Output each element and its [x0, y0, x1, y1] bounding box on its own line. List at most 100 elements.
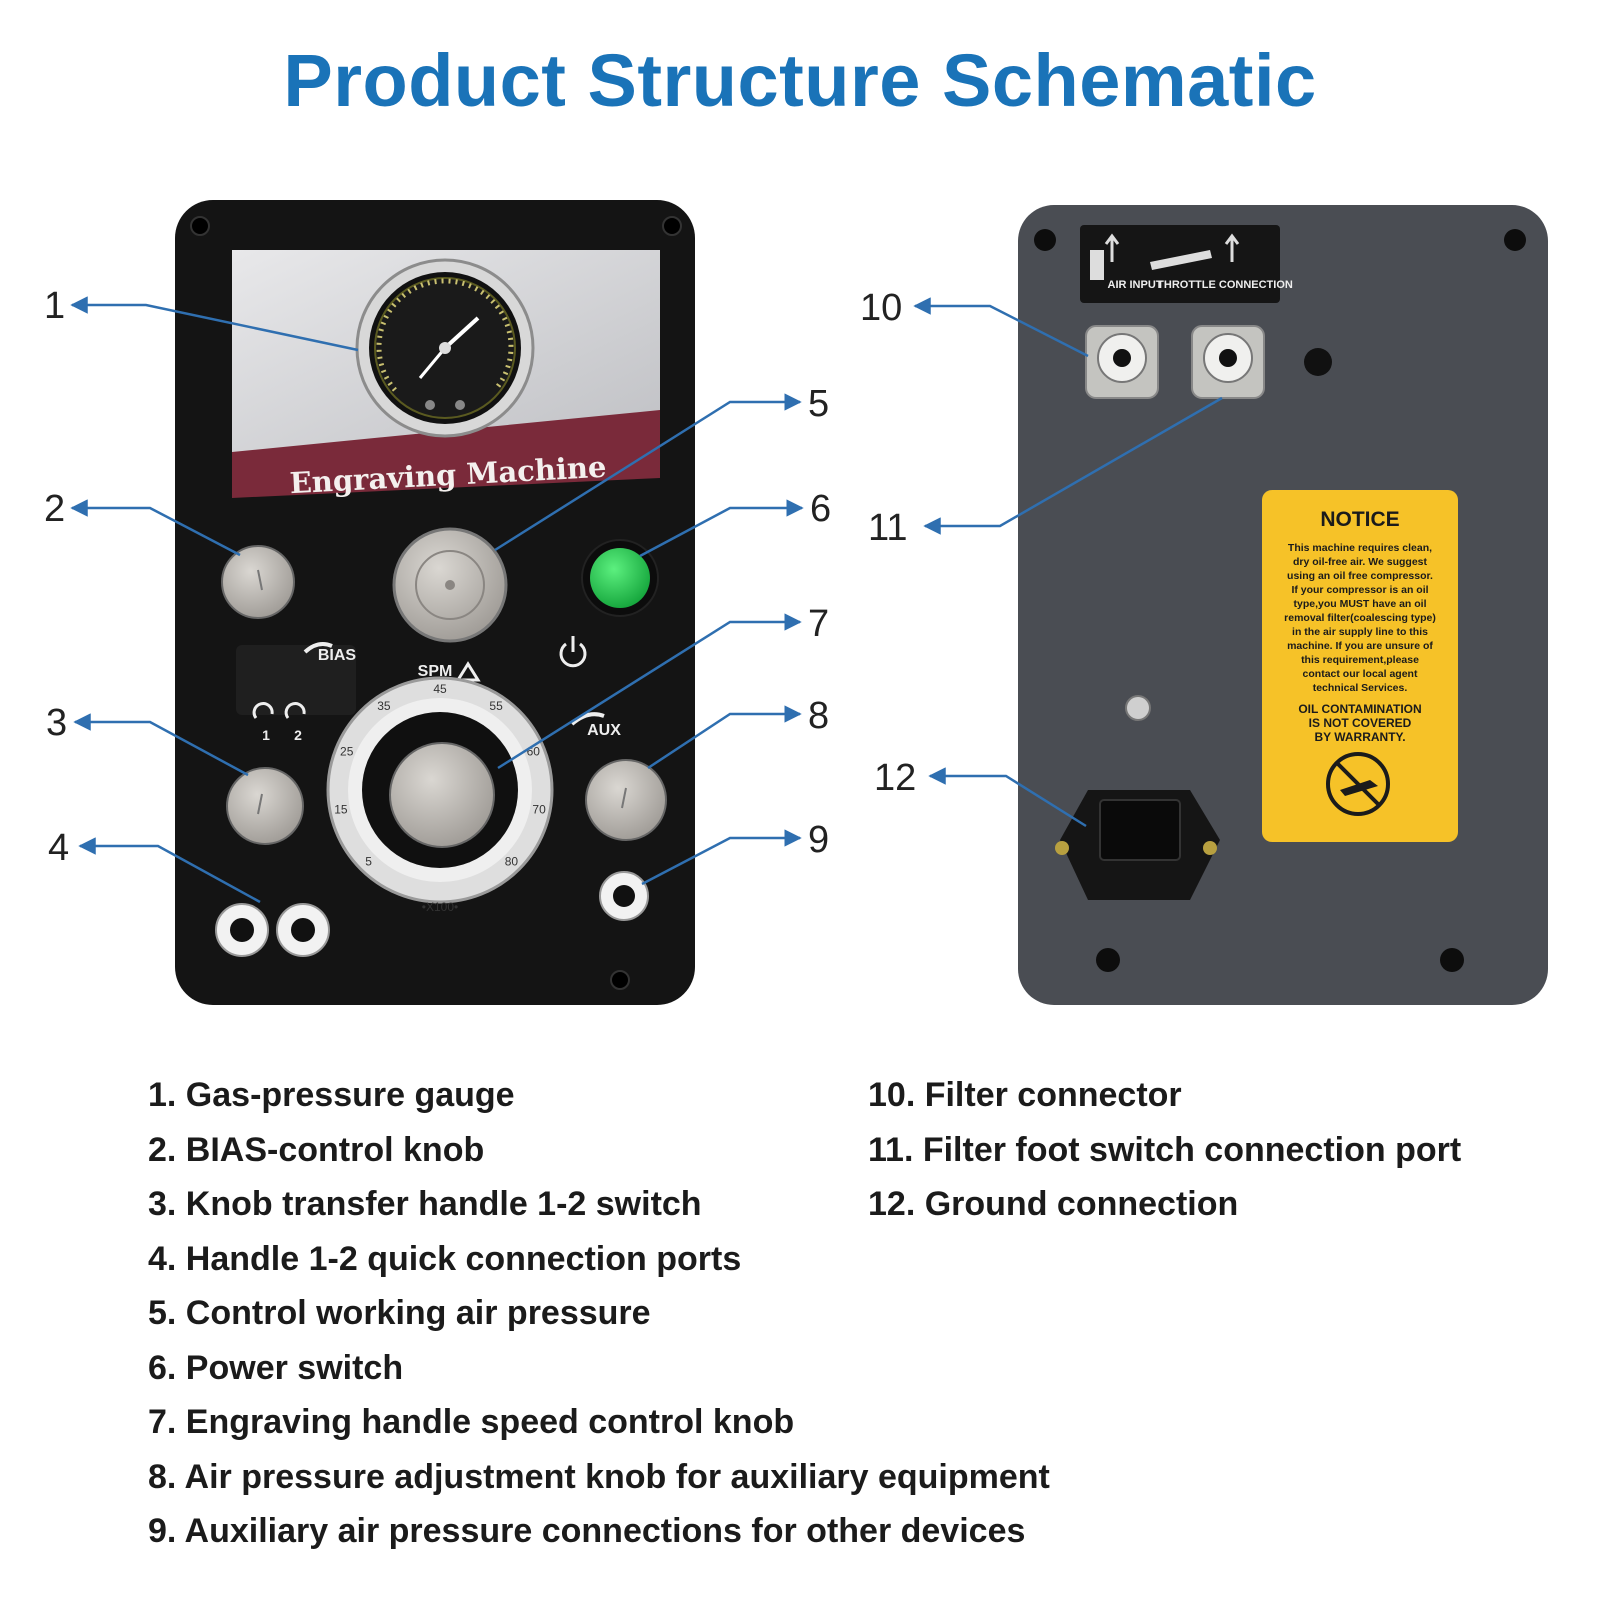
screw-icon [1096, 948, 1120, 972]
callout-line-6 [639, 499, 804, 558]
no-oil-icon [1326, 752, 1390, 816]
dial-mark: 80 [505, 854, 519, 868]
legend-item-8: 8. Air pressure adjustment knob for auxi… [148, 1457, 1050, 1496]
legend-item-4: 4. Handle 1-2 quick connection ports [148, 1239, 742, 1278]
callout-5: 5 [808, 383, 829, 425]
aux-air-port[interactable] [599, 871, 649, 921]
legend-item-1: 1. Gas-pressure gauge [148, 1076, 515, 1114]
notice-line: removal filter(coalescing type) [1284, 612, 1436, 624]
bias-control-knob[interactable] [221, 545, 295, 619]
callout-7: 7 [808, 603, 829, 645]
callout-1: 1 [44, 285, 65, 327]
schematic-diagram: Engraving Machine BIAS SPM [44, 200, 1548, 1005]
power-switch-button[interactable] [590, 548, 650, 608]
notice-line: contact our local agent [1303, 668, 1418, 680]
notice-warning-line: IS NOT COVERED [1309, 716, 1412, 730]
callout-line-5 [494, 393, 802, 552]
callout-4: 4 [48, 827, 69, 869]
legend-item-11: 11. Filter foot switch connection port [868, 1130, 1462, 1169]
legend-item-6: 6. Power switch [148, 1348, 404, 1387]
callout-10: 10 [860, 287, 902, 329]
aux-pressure-knob[interactable] [585, 759, 667, 841]
callout-3: 3 [46, 702, 67, 744]
throttle-label: THROTTLE CONNECTION [1157, 279, 1293, 291]
front-panel: Engraving Machine BIAS SPM [175, 200, 695, 1005]
power-symbol-icon [559, 636, 587, 668]
callout-line-11 [923, 396, 1223, 535]
screw-icon [610, 970, 630, 990]
notice-heading: NOTICE [1320, 508, 1399, 531]
dial-mark: 25 [340, 744, 354, 758]
label-band [232, 410, 660, 498]
screw-icon [190, 216, 210, 236]
callout-2: 2 [44, 488, 65, 530]
handle-1-label: 1 [262, 727, 270, 743]
callout-6: 6 [810, 488, 831, 530]
notice-line: dry oil-free air. We suggest [1293, 556, 1428, 568]
screw-icon [662, 216, 682, 236]
filter-icon [1090, 233, 1120, 280]
callout-11: 11 [868, 507, 907, 549]
legend-item-5: 5. Control working air pressure [148, 1294, 651, 1332]
screw-icon [1034, 229, 1056, 251]
handle-transfer-knob[interactable] [226, 767, 304, 845]
air-input-label: AIR INPUT [1108, 279, 1163, 291]
legend-item-10: 10. Filter connector [868, 1076, 1182, 1114]
callout-line-12 [928, 767, 1087, 828]
notice-line: If your compressor is an oil [1291, 584, 1428, 596]
legend-item-9: 9. Auxiliary air pressure connections fo… [148, 1512, 1026, 1550]
ground-screw-icon [1125, 695, 1151, 721]
bias-arrow-icon [303, 642, 333, 654]
callout-lines [70, 296, 1223, 904]
notice-sticker [1262, 490, 1458, 842]
notice-line: using an oil free compressor. [1287, 570, 1433, 582]
speed-control-knob[interactable] [389, 742, 495, 848]
notice-line: in the air supply line to this [1292, 626, 1428, 638]
callout-line-7 [497, 613, 802, 770]
legend-item-2: 2. BIAS-control knob [148, 1130, 485, 1169]
screw-icon [1504, 229, 1526, 251]
legend-left: 1. Gas-pressure gauge 2. BIAS-control kn… [148, 1068, 1050, 1559]
legend-item-7: 7. Engraving handle speed control knob [148, 1403, 795, 1441]
dial-mark: 5 [365, 854, 372, 868]
filter-connector[interactable] [1085, 325, 1159, 399]
ground-connection-socket[interactable] [1055, 790, 1220, 900]
bias-label: BIAS [318, 647, 357, 664]
notice-text: This machine requires clean, dry oil-free… [1284, 542, 1436, 694]
legend-item-12: 12. Ground connection [868, 1185, 1239, 1223]
bias-label-area [236, 645, 356, 715]
notice-warning-line: BY WARRANTY. [1314, 730, 1405, 744]
dial-multiplier: •X100• [422, 900, 458, 914]
screw-icon [1440, 948, 1464, 972]
callout-line-2 [70, 499, 241, 557]
notice-line: type,you MUST have an oil [1293, 598, 1426, 610]
aux-arrow-icon [570, 712, 605, 726]
legend-right: 10. Filter connector 11. Filter foot swi… [868, 1068, 1461, 1232]
handle-switch-icon [252, 702, 306, 719]
aux-label: AUX [587, 722, 621, 739]
handle-quick-ports[interactable] [215, 903, 330, 957]
callout-line-3 [73, 713, 249, 777]
callout-line-10 [913, 297, 1089, 358]
callout-line-8 [647, 705, 802, 770]
foot-pedal-icon [1150, 233, 1240, 270]
callout-line-4 [78, 837, 261, 904]
page-title: Product Structure Schematic [283, 39, 1317, 122]
callout-8: 8 [808, 695, 829, 737]
notice-warning-line: OIL CONTAMINATION [1298, 702, 1421, 716]
notice-line: This machine requires clean, [1288, 542, 1432, 554]
notice-line: technical Services. [1313, 682, 1408, 694]
vent-hole [1304, 348, 1332, 376]
callout-line-9 [641, 829, 802, 886]
legend-item-3: 3. Knob transfer handle 1-2 switch [148, 1185, 702, 1223]
callout-9: 9 [808, 819, 829, 861]
callout-12: 12 [874, 757, 916, 799]
spm-triangle-icon [455, 661, 481, 682]
foot-switch-port[interactable] [1191, 325, 1265, 399]
pressure-gauge-icon [355, 258, 535, 438]
spm-label: SPM [418, 663, 453, 680]
notice-line: machine. If you are unsure of [1287, 640, 1433, 652]
dial-mark: 70 [532, 803, 546, 817]
